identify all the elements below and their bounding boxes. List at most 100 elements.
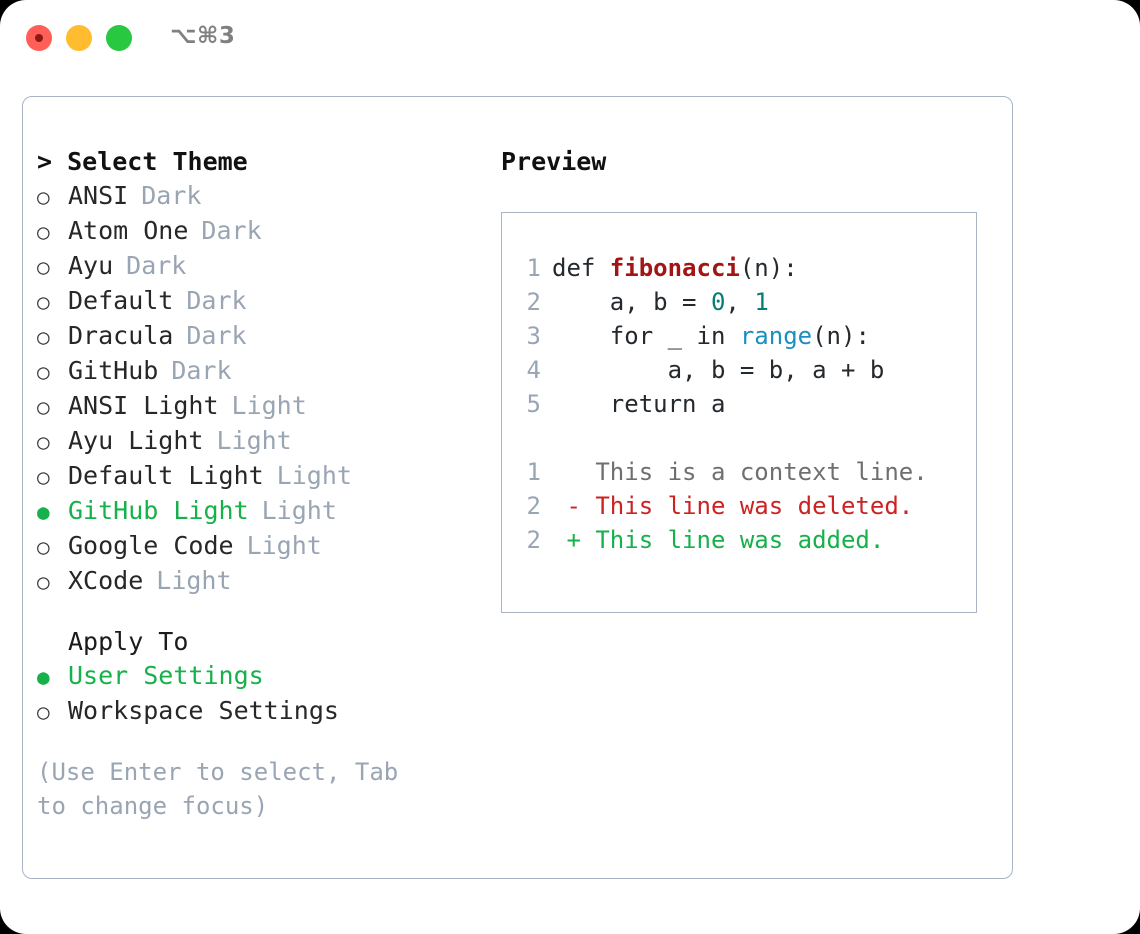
- code-line-text: return a: [552, 387, 726, 421]
- close-button[interactable]: [26, 25, 52, 51]
- radio-selected-icon: ●: [37, 500, 50, 524]
- radio-unselected-icon: ○: [37, 570, 50, 594]
- code-line-text: def fibonacci(n):: [552, 251, 798, 285]
- theme-option[interactable]: ○ Google Code Light: [37, 529, 477, 564]
- code-token: a, b =: [552, 288, 711, 316]
- apply-to-option-label: User Settings: [68, 661, 264, 690]
- apply-to-list[interactable]: ● User Settings ○Workspace Settings: [37, 659, 477, 729]
- maximize-button[interactable]: [106, 25, 132, 51]
- traffic-lights: [26, 25, 132, 51]
- theme-variant-badge: Dark: [201, 216, 262, 245]
- radio-unselected-icon: ○: [37, 290, 50, 314]
- apply-to-option[interactable]: ● User Settings: [37, 659, 477, 694]
- theme-variant-badge: Dark: [186, 321, 247, 350]
- code-token: fibonacci: [609, 254, 740, 282]
- code-line: 5 return a: [502, 387, 976, 421]
- theme-option-label: Ayu: [68, 251, 114, 280]
- theme-option[interactable]: ○ Ayu Dark: [37, 249, 477, 284]
- theme-option[interactable]: ○ ANSI Dark: [37, 179, 477, 214]
- theme-variant-badge: Light: [261, 496, 337, 525]
- diff-line-text: This is a context line.: [552, 458, 928, 486]
- theme-option-label: XCode: [68, 566, 144, 595]
- theme-option[interactable]: ● GitHub Light Light: [37, 494, 477, 529]
- code-token: range: [739, 322, 813, 350]
- theme-option[interactable]: ○ Ayu Light Light: [37, 424, 477, 459]
- theme-option-label: GitHub: [68, 356, 159, 385]
- theme-option[interactable]: ○ ANSI Light Light: [37, 389, 477, 424]
- code-token: def: [552, 254, 610, 282]
- line-number: 2: [526, 288, 541, 316]
- radio-unselected-icon: ○: [37, 360, 50, 384]
- radio-unselected-icon: ○: [37, 395, 50, 419]
- code-line: 1 def fibonacci(n):: [502, 251, 976, 285]
- code-diff-separator: [502, 421, 976, 455]
- keyboard-hint-text: (Use Enter to select, Tab to change focu…: [37, 758, 399, 820]
- line-number: 5: [526, 390, 541, 418]
- diff-sample: 1 This is a context line.2 - This line w…: [502, 455, 976, 557]
- code-token: a, b = b, a + b: [552, 356, 885, 384]
- apply-to-option[interactable]: ○Workspace Settings: [37, 694, 477, 729]
- theme-variant-badge: Dark: [186, 286, 247, 315]
- theme-option-label: ANSI Light: [68, 391, 219, 420]
- theme-option-label: Atom One: [68, 216, 189, 245]
- theme-variant-badge: Dark: [141, 181, 202, 210]
- theme-option-label: Google Code: [68, 531, 234, 560]
- diff-line-text: + This line was added.: [552, 526, 885, 554]
- code-line: 3 for _ in range(n):: [502, 319, 976, 353]
- radio-selected-icon: ●: [37, 665, 50, 689]
- radio-unselected-icon: ○: [37, 185, 50, 209]
- line-number: 1: [526, 458, 541, 486]
- diff-line-text: - This line was deleted.: [552, 492, 914, 520]
- theme-variant-badge: Light: [246, 531, 322, 560]
- theme-variant-badge: Light: [231, 391, 307, 420]
- select-theme-heading: > Select Theme: [37, 147, 248, 176]
- code-token: (n):: [812, 322, 870, 350]
- radio-unselected-icon: ○: [37, 220, 50, 244]
- radio-unselected-icon: ○: [37, 465, 50, 489]
- theme-option-label: GitHub Light: [68, 496, 249, 525]
- theme-option-label: Ayu Light: [68, 426, 204, 455]
- code-line-text: for _ in range(n):: [552, 319, 870, 353]
- diff-line: 2 - This line was deleted.: [502, 489, 976, 523]
- line-number: 3: [526, 322, 541, 350]
- theme-option[interactable]: ○ XCode Light: [37, 564, 477, 599]
- theme-variant-badge: Dark: [126, 251, 187, 280]
- title-bar: ⌥⌘3: [0, 0, 1140, 78]
- theme-option[interactable]: ○ Default Light Light: [37, 459, 477, 494]
- theme-option-label: Dracula: [68, 321, 174, 350]
- theme-variant-badge: Light: [276, 461, 352, 490]
- code-sample: 1 def fibonacci(n): 2 a, b = 0, 1 3 for _ i…: [502, 251, 976, 421]
- line-number: 1: [526, 254, 541, 282]
- preview-heading: Preview: [501, 147, 607, 176]
- diff-line: 2 + This line was added.: [502, 523, 976, 557]
- keyboard-shortcut-label: ⌥⌘3: [170, 23, 236, 49]
- theme-option[interactable]: ○ Atom One Dark: [37, 214, 477, 249]
- code-line: 4 a, b = b, a + b: [502, 353, 976, 387]
- code-token: (n):: [739, 254, 798, 282]
- theme-variant-badge: Light: [156, 566, 232, 595]
- diff-line: 1 This is a context line.: [502, 455, 976, 489]
- apply-to-option-label: Workspace Settings: [68, 696, 339, 725]
- code-token: 0: [710, 288, 726, 316]
- code-token: ,: [725, 288, 755, 316]
- minimize-button[interactable]: [66, 25, 92, 51]
- radio-unselected-icon: ○: [37, 255, 50, 279]
- code-line-text: a, b = b, a + b: [552, 353, 885, 387]
- theme-variant-badge: Light: [216, 426, 292, 455]
- theme-option-label: Default Light: [68, 461, 264, 490]
- line-number: 4: [526, 356, 541, 384]
- line-number: 2: [526, 492, 541, 520]
- theme-option-label: ANSI: [68, 181, 129, 210]
- radio-unselected-icon: ○: [37, 535, 50, 559]
- code-token: for _ in: [552, 322, 740, 350]
- radio-unselected-icon: ○: [37, 430, 50, 454]
